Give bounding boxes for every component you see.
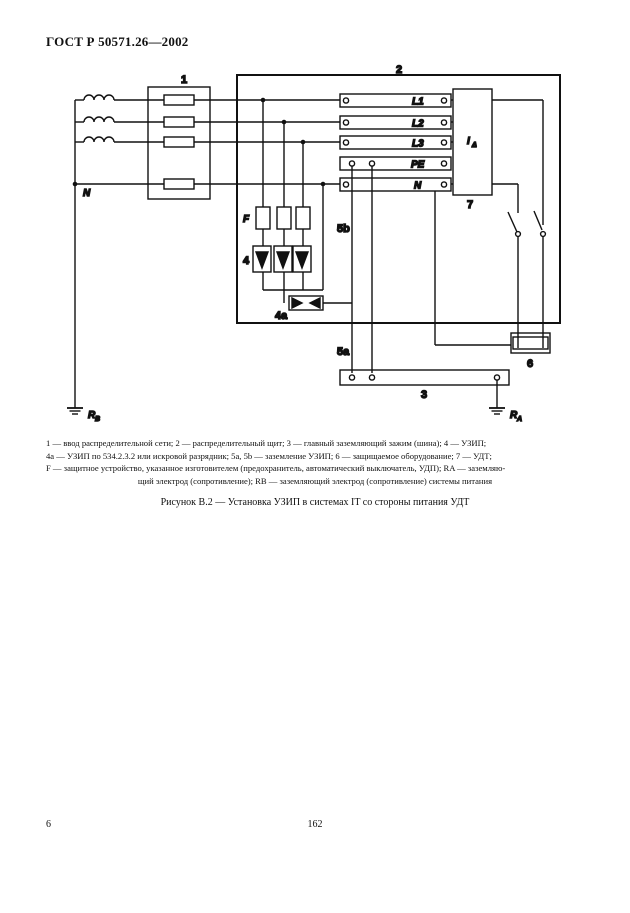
label-F: F: [243, 214, 250, 225]
document-header: ГОСТ Р 50571.26—2002: [46, 34, 189, 49]
busbars: [339, 93, 452, 192]
label-2: 2: [396, 64, 402, 76]
page-number: 162: [307, 819, 323, 830]
legend-line: 1 — ввод распределительной сети; 2 — рас…: [46, 438, 487, 448]
input-fuse-l1: [163, 94, 195, 106]
spd-branches: [252, 100, 324, 303]
ra-label: R: [510, 410, 518, 421]
side-number: 6: [46, 819, 51, 830]
supply-lines: [74, 99, 340, 408]
label-N-left: N: [83, 188, 91, 199]
legend-line: щий электрод (сопротивление); RB — зазем…: [137, 475, 493, 486]
supply-coils: [83, 94, 115, 143]
label-3: 3: [421, 389, 427, 401]
label-7: 7: [467, 199, 473, 211]
input-block: [147, 86, 211, 200]
label-5b: 5b: [337, 223, 350, 235]
label-6: 6: [527, 358, 533, 370]
figure-caption: Рисунок В.2 — Установка УЗИП в системах …: [160, 497, 470, 508]
rcd-label-sub: Δ: [471, 142, 477, 149]
busbar-l1-label: L1: [412, 97, 424, 108]
busbar-l2-label: L2: [412, 119, 424, 130]
input-fuse-n: [163, 178, 195, 190]
rb-label: R: [88, 410, 96, 421]
protected-equipment: [510, 332, 551, 354]
distribution-board: [236, 74, 561, 324]
busbar-pe-label: PE: [411, 160, 425, 171]
legend-line: F — защитное устройство, указанное изгот…: [46, 463, 506, 473]
busbar-l3-label: L3: [412, 139, 424, 150]
label-5a: 5а: [337, 346, 350, 358]
ra-label-sub: A: [516, 416, 522, 423]
input-fuse-l2: [163, 116, 195, 128]
main-earthing-terminal: [339, 369, 510, 386]
rcd-label: I: [467, 136, 470, 147]
input-fuse-l3: [163, 136, 195, 148]
ground-ra: [489, 407, 505, 415]
legend-line: 4а — УЗИП по 534.2.3.2 или искровой разр…: [46, 450, 492, 461]
label-1: 1: [181, 74, 187, 86]
rb-label-sub: B: [95, 416, 100, 423]
figure-legend: 1 — ввод распределительной сети; 2 — рас…: [46, 437, 584, 487]
ground-rb: [67, 407, 83, 415]
wiring-diagram: 1 2 3 4 4а 5а 5b 6 7 F N L1 L2 L3 PE N I…: [67, 63, 561, 424]
label-4: 4: [243, 255, 250, 267]
busbar-n-label: N: [414, 181, 422, 192]
label-4a: 4а: [275, 310, 288, 322]
